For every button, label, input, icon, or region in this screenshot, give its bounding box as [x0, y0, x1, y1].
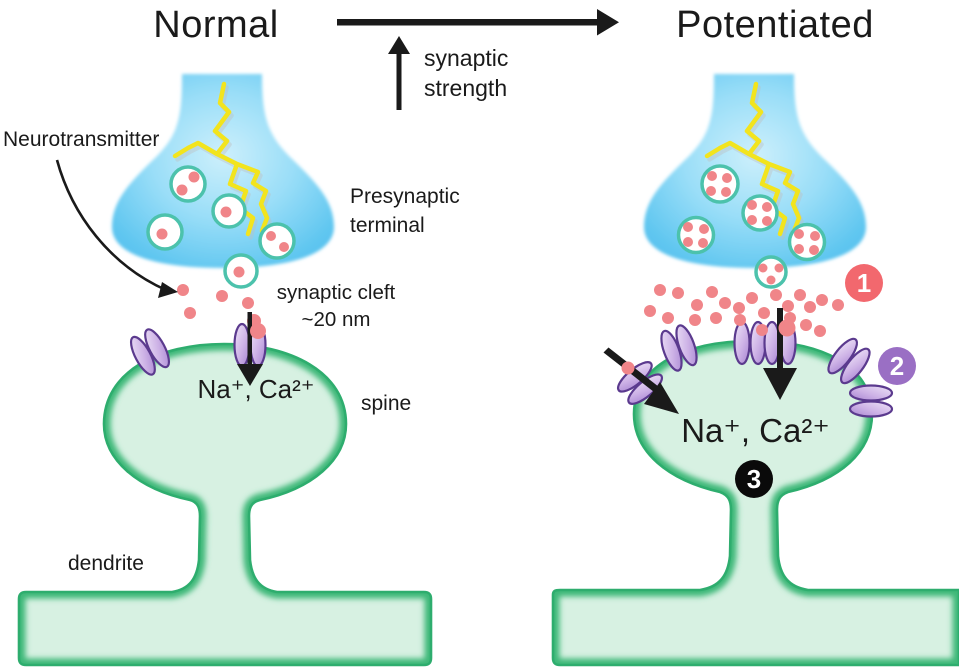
presynaptic-terminal-label: Presynaptic terminal [350, 185, 460, 237]
right-panel-title: Potentiated [676, 4, 874, 46]
step-badge-3: 3 [735, 460, 773, 498]
neurotransmitter-pointer-arrow [55, 159, 178, 298]
dendrite-label: dendrite [68, 552, 144, 575]
step-badge-2: 2 [878, 347, 916, 385]
synaptic-strength-up-arrow [388, 36, 410, 110]
right-ion-influx-arrow [763, 308, 797, 400]
left-vesicles [146, 165, 296, 289]
right-cleft-neurotransmitter-dots [644, 284, 844, 337]
synaptic-strength-label: synaptic strength [424, 45, 509, 101]
spine-label: spine [361, 392, 412, 415]
neurotransmitter-label: Neurotransmitter [3, 128, 160, 151]
step-badge-1: 1 [845, 264, 883, 302]
synaptic-strength-axis-arrow [337, 9, 619, 36]
right-presynaptic-terminal [644, 74, 866, 289]
bound-neurotransmitter-dots [250, 319, 796, 375]
left-presynaptic-terminal [112, 74, 334, 289]
right-spine-and-dendrite [551, 339, 959, 667]
left-vesicle-contents [156, 171, 289, 278]
right-ions-label: Na⁺, Ca²⁺ [681, 412, 830, 449]
right-vesicle-contents [683, 171, 820, 285]
left-ion-influx-arrow [237, 312, 263, 386]
left-panel-title: Normal [153, 4, 279, 46]
left-ions-label: Na⁺, Ca²⁺ [197, 374, 315, 404]
synaptic-cleft-label: synaptic cleft ~20 nm [276, 281, 396, 331]
